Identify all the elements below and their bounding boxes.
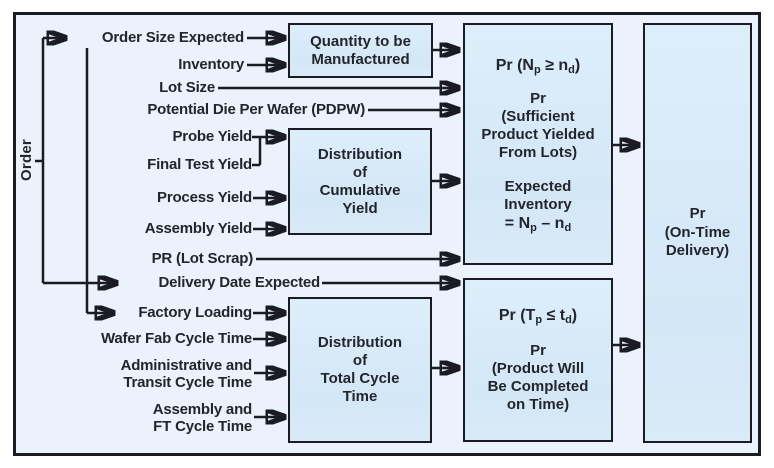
distribution-total-cycle-time-box: Distribution of Total Cycle Time	[288, 297, 432, 443]
sufficient-product-caption: Pr (Sufficient Product Yielded From Lots…	[481, 90, 594, 162]
input-label-final-test-yield: Final Test Yield	[147, 156, 252, 173]
box-line: From Lots)	[498, 144, 578, 161]
label-line: Assembly and	[152, 401, 253, 418]
box-line: Distribution	[317, 334, 403, 351]
product-completed-caption: Pr (Product Will Be Completed on Time)	[488, 342, 589, 414]
box-line: Inventory	[504, 196, 572, 213]
input-label-inventory: Inventory	[178, 56, 244, 73]
box-line: of	[352, 163, 368, 181]
box-line: Pr	[530, 90, 546, 107]
box-line: Be Completed	[487, 378, 589, 395]
input-label-potential-die-per-wafer: Potential Die Per Wafer (PDPW)	[147, 101, 365, 118]
expected-inventory-caption: Expected Inventory = Np – nd	[504, 178, 572, 238]
box-line: Manufactured	[311, 50, 410, 68]
formula-tp-le-td: Pr (Tp ≤ td)	[498, 307, 578, 326]
box-line: Pr	[689, 205, 706, 223]
box-line: of	[352, 352, 368, 369]
quantity-to-be-manufactured-box: Quantity to be Manufactured	[288, 23, 433, 78]
box-line: Pr	[530, 342, 546, 359]
box-line: on Time)	[506, 396, 570, 413]
input-label-pr-lot-scrap: PR (Lot Scrap)	[151, 250, 254, 267]
input-label-process-yield: Process Yield	[157, 189, 252, 206]
box-line: Distribution	[317, 145, 403, 163]
box-line: Time	[342, 388, 378, 405]
label-line: Transit Cycle Time	[123, 374, 252, 391]
formula-np-minus-nd: = Np – nd	[504, 215, 572, 234]
input-label-lot-size: Lot Size	[159, 79, 215, 96]
distribution-cumulative-yield-box: Distribution of Cumulative Yield	[288, 128, 432, 235]
input-label-assembly-yield: Assembly Yield	[144, 220, 252, 237]
box-line: Total Cycle	[320, 370, 400, 387]
box-line: Yield	[342, 199, 378, 217]
input-label-order-size-expected: Order Size Expected	[101, 29, 244, 46]
box-line: (Product Will	[491, 360, 585, 377]
box-line: Cumulative	[319, 181, 401, 199]
input-label-factory-loading: Factory Loading	[138, 304, 252, 321]
on-time-delivery-box: Pr (On-Time Delivery)	[643, 23, 752, 443]
box-line: (Sufficient	[501, 108, 575, 125]
input-label-wafer-fab-cycle-time: Wafer Fab Cycle Time	[100, 330, 252, 347]
label-line: FT Cycle Time	[153, 418, 252, 435]
box-line: Quantity to be	[310, 32, 411, 50]
formula-np-ge-nd: Pr (Np ≥ nd)	[495, 57, 581, 76]
box-line: Delivery)	[665, 242, 730, 260]
time-probability-box: Pr (Tp ≤ td) Pr (Product Will Be Complet…	[463, 278, 613, 442]
order-label: Order	[18, 139, 35, 181]
input-label-administrative-transit-cycle-time: Administrative and Transit Cycle Time	[120, 357, 253, 391]
box-line: Product Yielded	[481, 126, 595, 143]
label-line: Administrative and	[120, 357, 253, 374]
input-label-assembly-ft-cycle-time: Assembly and FT Cycle Time	[152, 401, 253, 435]
box-line: (On-Time	[664, 223, 731, 241]
input-label-delivery-date-expected: Delivery Date Expected	[158, 274, 320, 291]
input-label-probe-yield: Probe Yield	[172, 128, 253, 145]
box-line: Expected	[504, 178, 572, 195]
yield-probability-box: Pr (Np ≥ nd) Pr (Sufficient Product Yiel…	[463, 23, 613, 265]
